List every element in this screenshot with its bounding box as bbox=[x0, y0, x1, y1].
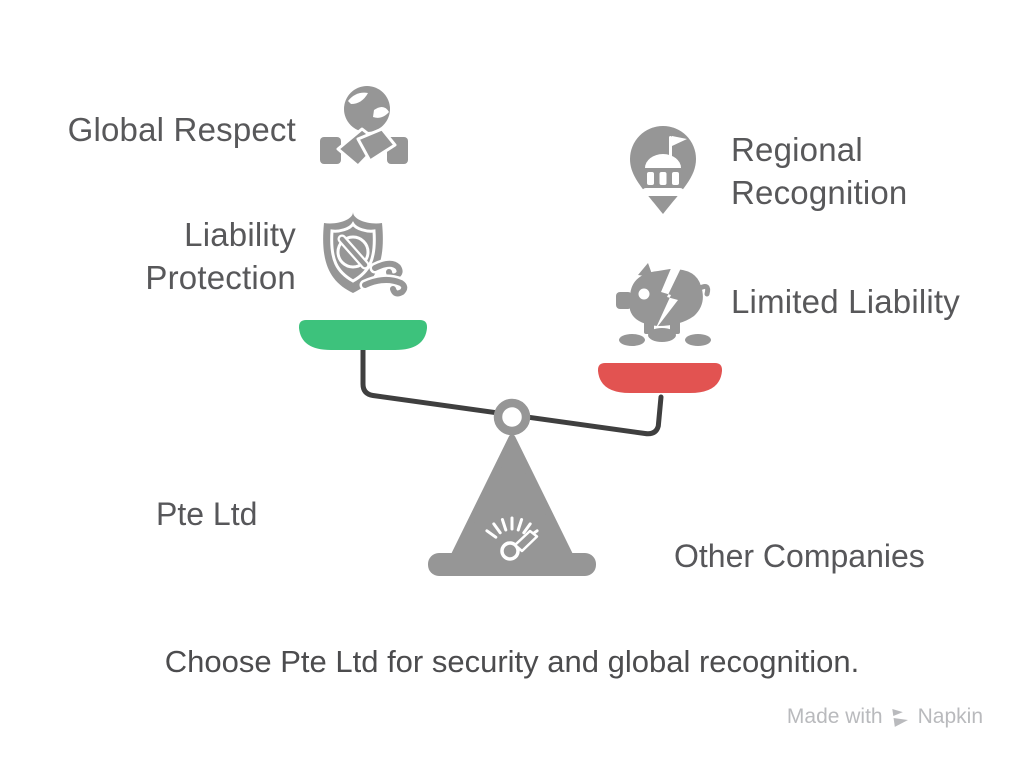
pivot-ring bbox=[493, 398, 531, 436]
napkin-logo-icon bbox=[891, 709, 908, 727]
label-regional-recognition: Regional Recognition bbox=[731, 131, 908, 211]
watermark-prefix: Made with bbox=[786, 705, 883, 728]
watermark: Made with Napkin bbox=[787, 705, 983, 729]
broken-piggy-bank-icon bbox=[616, 263, 711, 346]
caption: Choose Pte Ltd for security and global r… bbox=[164, 644, 860, 679]
pedestal-base bbox=[428, 553, 596, 576]
left-pan-green bbox=[299, 320, 427, 350]
watermark-brand: Napkin bbox=[917, 705, 983, 728]
right-pan-red bbox=[598, 363, 722, 393]
label-global-respect: Global Respect bbox=[67, 111, 296, 148]
label-pte-ltd: Pte Ltd bbox=[156, 496, 258, 532]
label-other-companies: Other Companies bbox=[674, 538, 925, 574]
pedestal bbox=[451, 434, 573, 558]
label-liability-protection: Liability Protection bbox=[145, 216, 296, 296]
gauge-hub bbox=[500, 541, 520, 561]
balance-scale bbox=[299, 320, 722, 576]
shield-protection-icon bbox=[323, 212, 410, 299]
gauge-needle bbox=[513, 529, 539, 553]
gauge bbox=[485, 516, 539, 539]
handshake-globe-icon bbox=[320, 86, 408, 168]
landmark-pin-icon bbox=[630, 126, 696, 214]
label-limited-liability: Limited Liability bbox=[731, 283, 961, 320]
